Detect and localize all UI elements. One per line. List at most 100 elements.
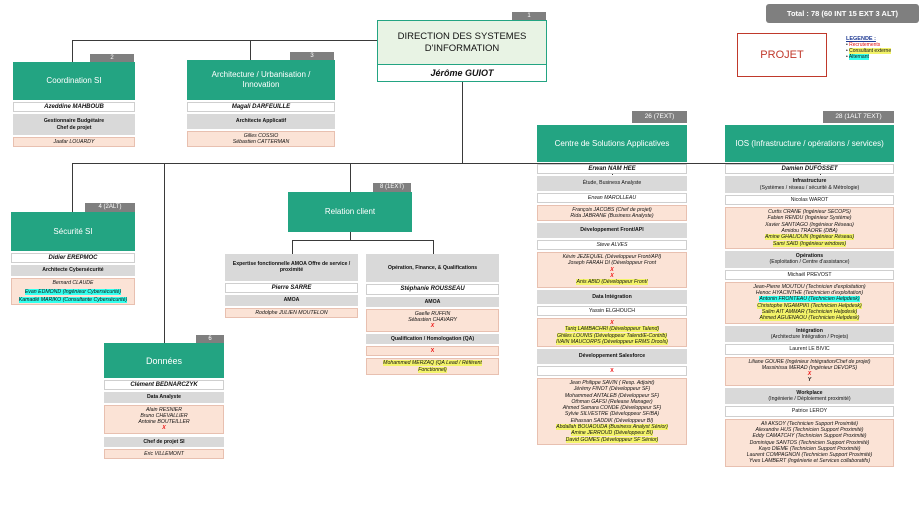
relation-right-head: Stéphanie ROUSSEAU: [366, 284, 499, 295]
recruitment-mark: X: [162, 425, 166, 432]
securite-column: Didier EREPMOC Architecte Cybersécurité …: [11, 251, 135, 306]
ios-s3-members: Liliane GOURE (Ingénieur Intégration/Che…: [725, 356, 894, 386]
architecture-head: Magali DARFEUILLE: [187, 102, 335, 113]
connector-line: [433, 240, 434, 254]
donnees-member: Eric VILLEMONT: [104, 449, 224, 460]
connector-line: [350, 232, 351, 240]
coordination-badge: 2: [90, 54, 134, 63]
csa-s1: Étude, Business Analyste: [537, 176, 687, 191]
architecture-column: Magali DARFEUILLE Architecte Applicatif …: [187, 100, 335, 148]
donnees-badge: 6: [196, 335, 224, 344]
total-label: Total : 78 (60 INT 15 EXT 3 ALT): [786, 9, 899, 18]
legend: LEGENDE : • Recrutements • Consultant ex…: [846, 36, 922, 60]
recruitment-mark: X: [807, 371, 812, 378]
recruitment-mark: X X: [610, 266, 614, 279]
coordination-header: Coordination SI: [13, 62, 135, 100]
relation-left-head: Pierre SARRE: [225, 283, 358, 294]
direction-head: Jérôme GUIOT: [378, 64, 546, 82]
ios-badge: 28 (1ALT 7EXT): [823, 111, 894, 123]
architecture-role: Architecte Applicatif: [187, 114, 335, 129]
ios-s2-lead: Michaël PREVOST: [725, 269, 894, 280]
total-badge: Total : 78 (60 INT 15 EXT 3 ALT): [766, 4, 919, 23]
relation-right-role2: Qualification / Homologation (QA): [366, 333, 499, 345]
donnees-role: Data Analyste: [104, 392, 224, 403]
ios-s2-desc: (Exploitation / Centre d'assistance): [769, 259, 850, 266]
relation-left-member: Rodolphe JULIEN MOUTELON: [225, 307, 358, 318]
csa-s4-member-list: Jean Philippe SAVIN ( Resp. Adjoint) Jér…: [562, 379, 662, 424]
csa-head: Erwan NAM HEE: [537, 164, 687, 175]
relation-right-consultant: Mohammed MERZAQ (QA Lead / Référent Fonc…: [366, 358, 499, 375]
ios-header: IOS (Infrastructure / opérations / servi…: [725, 125, 894, 162]
securite-member-alternant: Kamadié MARIKO (Consultante Cybersécurit…: [18, 297, 128, 304]
securite-role: Architecte Cybersécurité: [11, 265, 135, 276]
securite-members: Bernard CLAUDE Evan EDMOND (Ingénieur Cy…: [11, 277, 135, 306]
connector-line: [72, 40, 73, 62]
ios-s3-y-mark: Y: [807, 377, 812, 384]
ios-s4-lead: Patrice LEROY: [725, 406, 894, 417]
donnees-members: Alain RESNIER Bruno CHEVALLIER Antoine B…: [104, 404, 224, 434]
connector-line: [292, 240, 293, 254]
relation-right-member-list: Gaelle RUFFIN Sébastien CHAVARY: [408, 310, 457, 324]
ios-s1-title: Infrastructure: [792, 178, 827, 185]
ios-s2-alternant: Antonin FRONTEAU (Technicien Helpdesk): [759, 296, 860, 303]
csa-s4-consultants: Abdallah BOUAOUDA (Business Analyst Séni…: [556, 424, 668, 443]
relation-right-role: AMOA: [366, 296, 499, 307]
relation-right-members: Gaelle RUFFIN Sébastien CHAVARY X: [366, 308, 499, 332]
securite-member-alternant: Evan EDMOND (Ingénieur Cybersécurité): [24, 288, 122, 295]
csa-s3: Data Intégration: [537, 289, 687, 304]
relation-right-column: Opération, Finance, & Qualifications Sté…: [366, 254, 499, 375]
recruitment-mark: X: [537, 365, 687, 376]
coordination-member: Jaafar LOUARDY: [13, 136, 135, 148]
ios-s2-members: Jean-Pierre MOUTOU (Technicien d'exploit…: [725, 281, 894, 324]
direction-title: DIRECTION DES SYSTEMES D'INFORMATION: [378, 21, 546, 64]
ios-s1: Infrastructure (Systèmes / réseau / sécu…: [725, 176, 894, 193]
relation-left-column: Expertise fonctionnelle AMOA Offre de se…: [225, 254, 358, 318]
ios-s3: Intégration (Architecture Intégration / …: [725, 325, 894, 343]
connector-line: [72, 40, 378, 41]
relation-badge: 8 (1EXT): [373, 183, 411, 192]
ios-s3-desc: (Architecture Intégration / Projets): [770, 333, 849, 340]
relation-header: Relation client: [288, 192, 412, 232]
csa-s3-members: X Tariq LAMBACHRI (Développeur Talend) G…: [537, 318, 687, 348]
donnees-column: Clément BEDNARCZYK Data Analyste Alain R…: [104, 378, 224, 460]
coordination-head: Azeddine MAHBOUB: [13, 102, 135, 113]
donnees-role2: Chef de projet SI: [104, 436, 224, 448]
legend-item: • Consultant externe: [846, 48, 892, 54]
csa-s4: Développement Salesforce: [537, 349, 687, 364]
csa-s2-members: Kévin JEZEQUEL (Développeur Front/API) J…: [537, 252, 687, 288]
coordination-role: Gestionnaire Budgétaire Chef de projet: [13, 114, 135, 135]
csa-s2-lead: Steve ALVES: [537, 239, 687, 251]
ios-s2-title: Opérations: [795, 252, 824, 259]
csa-column: Erwan NAM HEE Étude, Business Analyste E…: [537, 162, 687, 445]
donnees-header: Données: [104, 343, 224, 378]
csa-s3-consultants: Tariq LAMBACHRI (Développeur Talend) Ghi…: [556, 326, 668, 346]
legend-item: • Alternant: [846, 54, 869, 60]
legend-recruitment-label: Recrutements: [849, 42, 881, 48]
csa-badge: 26 (7EXT): [632, 111, 687, 123]
legend-consultant-label: Consultant externe: [849, 48, 892, 54]
ios-s4-title: Workplace: [796, 389, 823, 396]
ios-s1-desc: (Systèmes / réseau / sécurité & Métrolog…: [759, 184, 860, 191]
connector-line: [350, 163, 351, 193]
csa-header: Centre de Solutions Applicatives: [537, 125, 687, 162]
recruitment-mark: X: [610, 320, 614, 327]
relation-left-title: Expertise fonctionnelle AMOA Offre de se…: [225, 254, 358, 281]
securite-header: Sécurité SI: [11, 212, 135, 251]
legend-alternant-label: Alternant: [848, 54, 869, 60]
donnees-member-list: Alain RESNIER Bruno CHEVALLIER Antoine B…: [138, 406, 190, 426]
architecture-badge: 3: [290, 52, 334, 61]
ios-s4-members: Ali AKSOY (Technicien Support Proximité)…: [725, 418, 894, 467]
legend-item: • Recrutements: [846, 42, 881, 48]
connector-line: [164, 163, 165, 343]
ios-s1-members: Curtis CRANE (Ingénieur SECOPS) Fabien R…: [725, 207, 894, 249]
ios-head: Damien DUFOSSET: [725, 164, 894, 175]
donnees-head: Clément BEDNARCZYK: [104, 380, 224, 391]
direction-badge: 1: [512, 12, 546, 21]
csa-s2-consultant: Anis ABID (Développeur Front/: [576, 279, 648, 286]
ios-s2: Opérations (Exploitation / Centre d'assi…: [725, 250, 894, 268]
legend-title: LEGENDE :: [846, 36, 876, 42]
connector-line: [72, 163, 73, 213]
ios-column: Damien DUFOSSET Infrastructure (Systèmes…: [725, 162, 894, 467]
coordination-column: Azeddine MAHBOUB Gestionnaire Budgétaire…: [13, 100, 135, 148]
ios-s2-consultants: Christophe NGAMPIKI (Technicien Helpdesk…: [757, 302, 862, 322]
